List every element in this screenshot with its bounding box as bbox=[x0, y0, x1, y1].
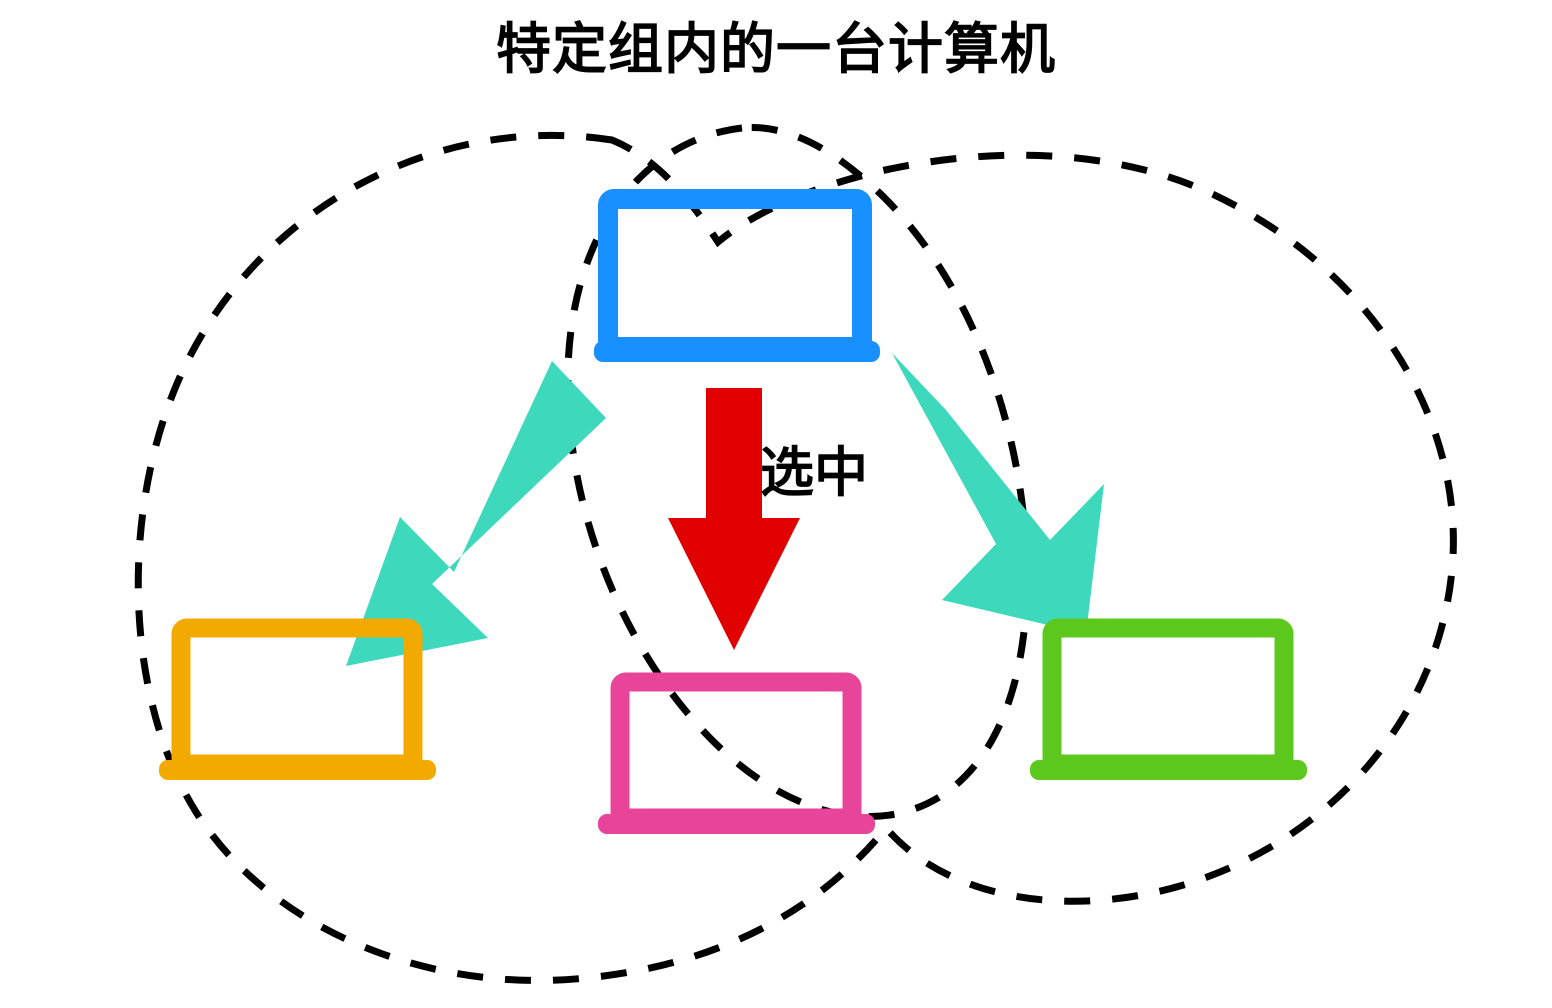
computer-right-green[interactable] bbox=[1030, 618, 1307, 780]
green-laptop-base bbox=[1030, 760, 1307, 780]
blue-laptop-base bbox=[594, 341, 880, 362]
group-boundary-dashed bbox=[134, 123, 1457, 984]
pink-laptop-base bbox=[598, 814, 875, 834]
orange-laptop-base bbox=[159, 760, 436, 780]
pink-laptop-screen bbox=[610, 672, 862, 828]
blue-laptop-screen bbox=[598, 189, 872, 357]
arrow-center-red bbox=[668, 388, 800, 650]
inner-group-circle bbox=[564, 123, 1031, 821]
green-laptop-screen bbox=[1042, 618, 1294, 774]
selected-arrow-label: 选中 bbox=[760, 441, 868, 504]
page-title: 特定组内的一台计算机 bbox=[495, 17, 1056, 81]
computer-left-orange[interactable] bbox=[159, 618, 436, 780]
outer-group-blob bbox=[134, 131, 1457, 984]
computer-top-blue[interactable] bbox=[594, 189, 880, 362]
arrow-right-teal bbox=[892, 353, 1104, 634]
arrow-left-teal bbox=[346, 361, 606, 666]
computer-center-pink[interactable] bbox=[598, 672, 875, 834]
